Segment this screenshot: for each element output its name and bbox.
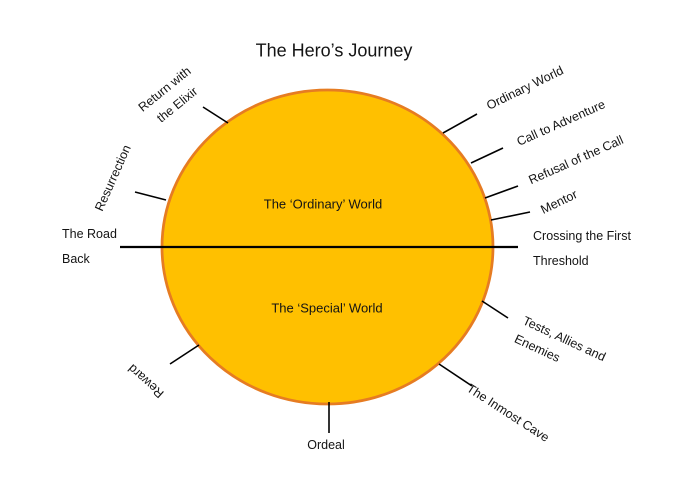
connector-tests-allies-enemies [481,300,509,319]
stage-label-text: The Road [62,227,117,241]
connector-ordinary-world [442,113,478,134]
connector-reward [169,344,200,365]
diagram-title: The Hero’s Journey [255,40,413,61]
special-world-region-label: The ‘Special’ World [271,300,383,316]
ordinary-world-region-label: The ‘Ordinary’ World [263,196,383,212]
connector-inmost-cave [438,363,473,387]
stage-label-text: Back [62,252,90,266]
stage-label-text: Ordeal [307,438,345,452]
stage-label-text: Threshold [533,254,589,268]
connector-refusal-of-the-call [484,185,519,199]
connector-mentor [490,211,531,221]
connector-call-to-adventure [470,147,504,164]
stage-label-text: Crossing the First [533,229,631,243]
connector-resurrection [134,191,167,201]
stage-label-crossing-first-threshold: Crossing the First Threshold [533,224,631,274]
connector-return-with-elixir [202,106,229,124]
stage-label-road-back: The Road Back [62,222,117,272]
stage-label-ordeal: Ordeal [307,435,345,455]
